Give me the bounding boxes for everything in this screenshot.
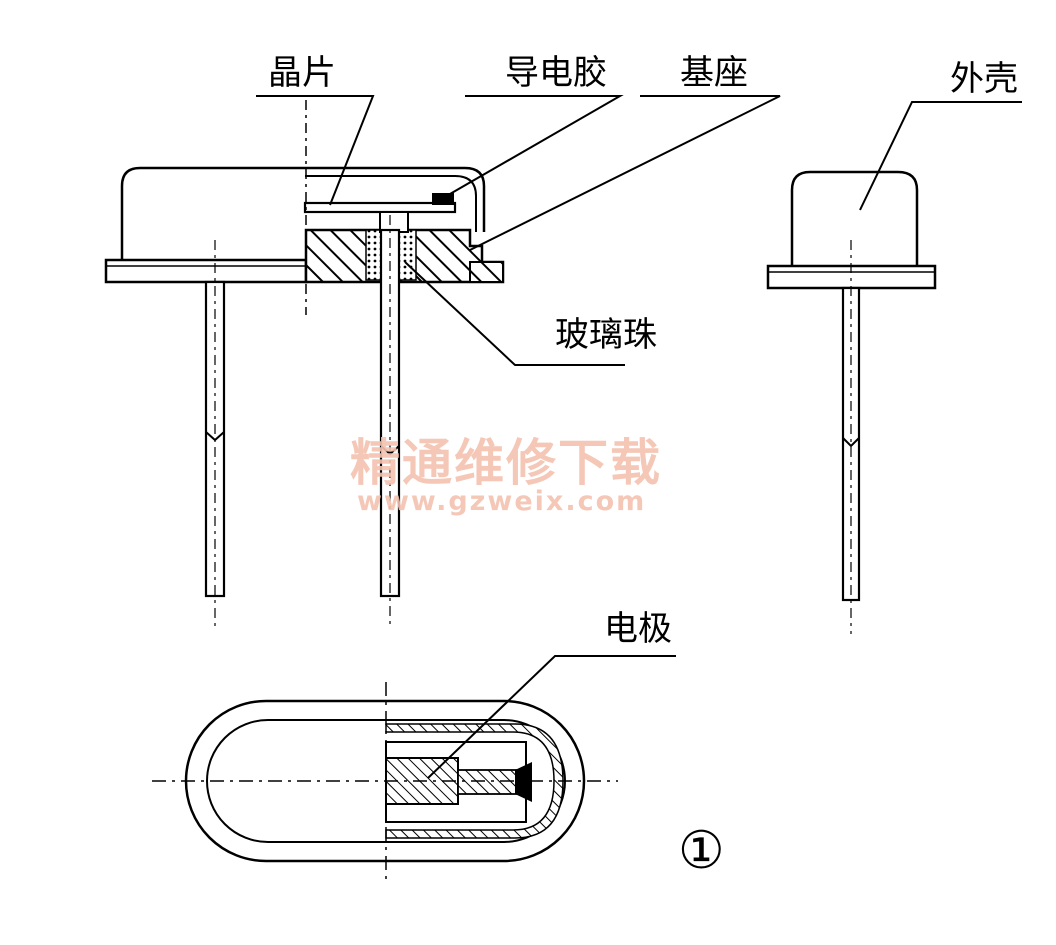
- leader-lines: [256, 95, 1022, 779]
- label-base: 基座: [680, 53, 748, 93]
- lead-external-kink: [842, 437, 860, 448]
- label-conductive-glue: 导电胶: [505, 53, 607, 93]
- side-section-view: [104, 100, 505, 628]
- watermark-url: www.gzweix.com: [357, 486, 646, 517]
- lead-middle-kink: [380, 445, 400, 456]
- label-glass-bead: 玻璃珠: [555, 315, 657, 355]
- side-external-view: [766, 170, 937, 634]
- label-shell: 外壳: [950, 59, 1018, 99]
- glue-wedge: [515, 762, 532, 802]
- shell-external: [790, 170, 919, 266]
- leader-electrode: [427, 655, 676, 779]
- conductive-glue-blob: [432, 193, 454, 205]
- flange-right: [469, 261, 504, 283]
- figure-number: ①: [678, 821, 725, 881]
- watermark-text: 精通维修下载: [350, 434, 662, 492]
- leader-base: [469, 95, 781, 251]
- leader-glass-bead: [404, 261, 625, 366]
- top-section-view: [152, 682, 618, 882]
- leader-conductive-glue: [442, 95, 624, 199]
- base-block-top: [457, 769, 524, 795]
- shell-outline: [120, 166, 486, 262]
- leader-crystal-chip: [256, 95, 375, 206]
- flange-left: [104, 258, 308, 284]
- label-electrode: 电极: [604, 609, 672, 649]
- leader-shell: [859, 101, 1022, 211]
- lead-left-kink: [205, 431, 225, 442]
- label-crystal-chip: 晶片: [268, 53, 336, 93]
